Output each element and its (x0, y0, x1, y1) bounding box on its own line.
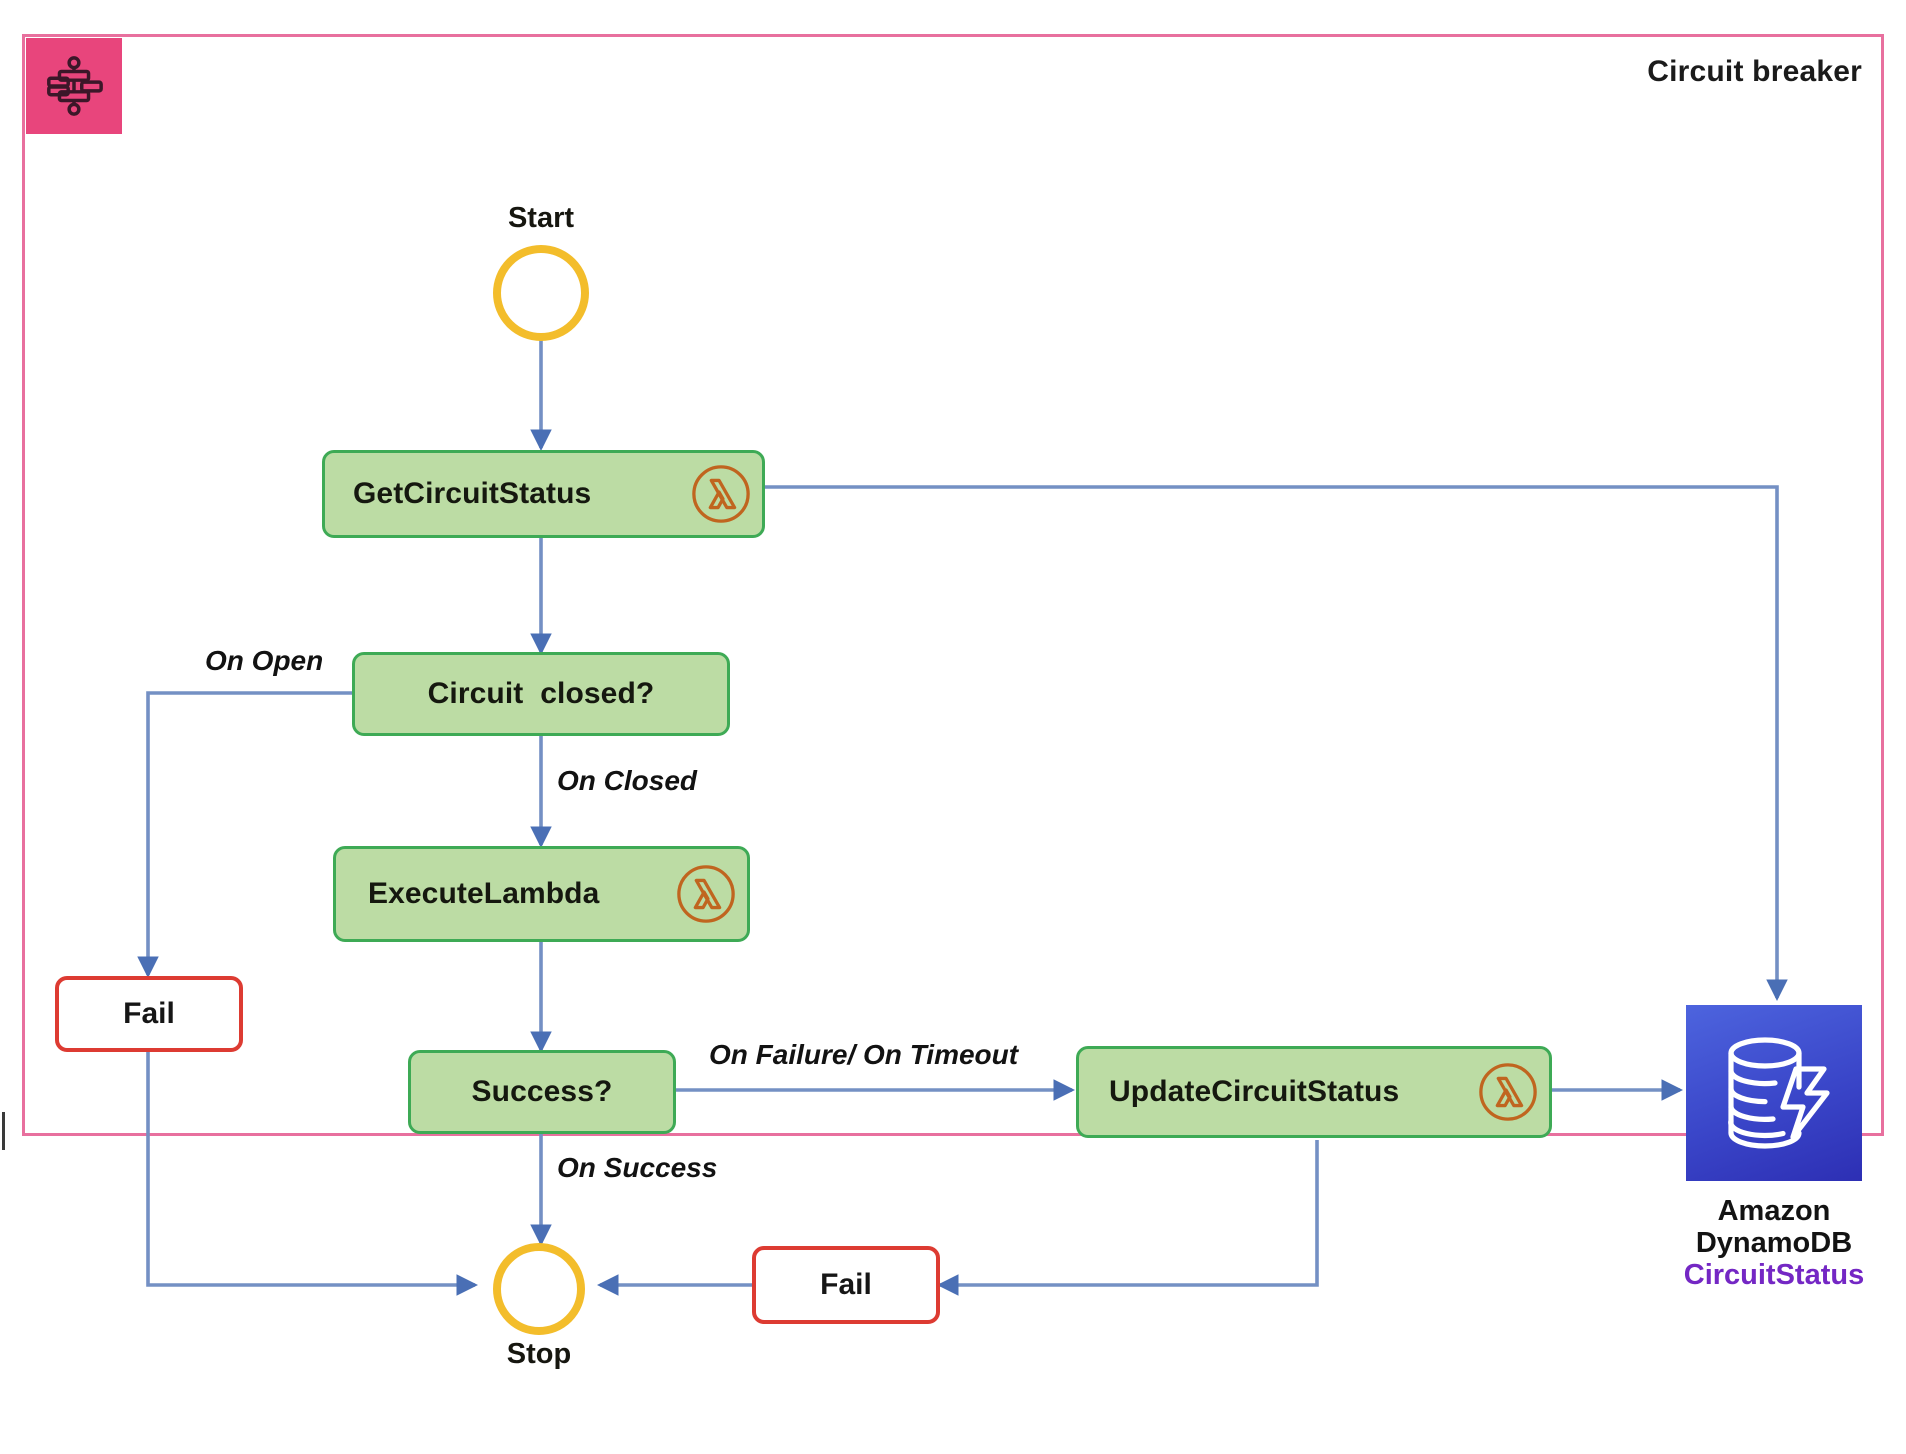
state-update-circuit-status[interactable]: UpdateCircuitStatus (1076, 1046, 1552, 1138)
state-machine-group-frame (22, 34, 1884, 1136)
frame-stub (2, 1112, 5, 1150)
state-circuit-closed-label: Circuit closed? (427, 677, 655, 710)
edge-label-on-closed: On Closed (557, 765, 698, 796)
dynamodb-caption-line2: DynamoDB (1695, 1227, 1853, 1259)
state-fail-open[interactable]: Fail (55, 976, 243, 1052)
edge-label-on-failure-timeout: On Failure/ On Timeout (709, 1039, 1019, 1070)
edge-updatecircuitstatus-to-fail (936, 1140, 1319, 1296)
aws-lambda-icon (692, 465, 750, 523)
state-execute-lambda[interactable]: ExecuteLambda (333, 846, 750, 942)
aws-lambda-icon (1479, 1063, 1537, 1121)
state-success[interactable]: Success? (408, 1050, 676, 1134)
amazon-dynamodb-icon[interactable] (1686, 1005, 1862, 1181)
state-success-label: Success? (471, 1075, 613, 1108)
stop-state-label: Stop (506, 1338, 572, 1370)
aws-lambda-icon (677, 865, 735, 923)
state-getcircuitstatus-label: GetCircuitStatus (353, 477, 592, 510)
edge-label-on-open: On Open (205, 645, 324, 676)
start-state-circle[interactable] (493, 245, 589, 341)
state-circuit-closed[interactable]: Circuit closed? (352, 652, 730, 736)
step-functions-state-machine-icon (26, 38, 122, 134)
state-execute-lambda-label: ExecuteLambda (368, 877, 600, 910)
state-getcircuitstatus[interactable]: GetCircuitStatus (322, 450, 765, 538)
edge-label-on-success: On Success (557, 1152, 718, 1183)
state-fail-after-update[interactable]: Fail (752, 1246, 940, 1324)
start-state-label: Start (507, 202, 575, 234)
state-fail-after-update-label: Fail (820, 1268, 872, 1301)
dynamodb-table-name: CircuitStatus (1683, 1259, 1865, 1291)
state-update-circuit-status-label: UpdateCircuitStatus (1109, 1075, 1400, 1108)
dynamodb-caption-line1: Amazon (1717, 1195, 1831, 1227)
stop-state-circle[interactable] (493, 1243, 585, 1335)
state-fail-open-label: Fail (123, 997, 175, 1030)
page-title: Circuit breaker (1647, 55, 1862, 88)
